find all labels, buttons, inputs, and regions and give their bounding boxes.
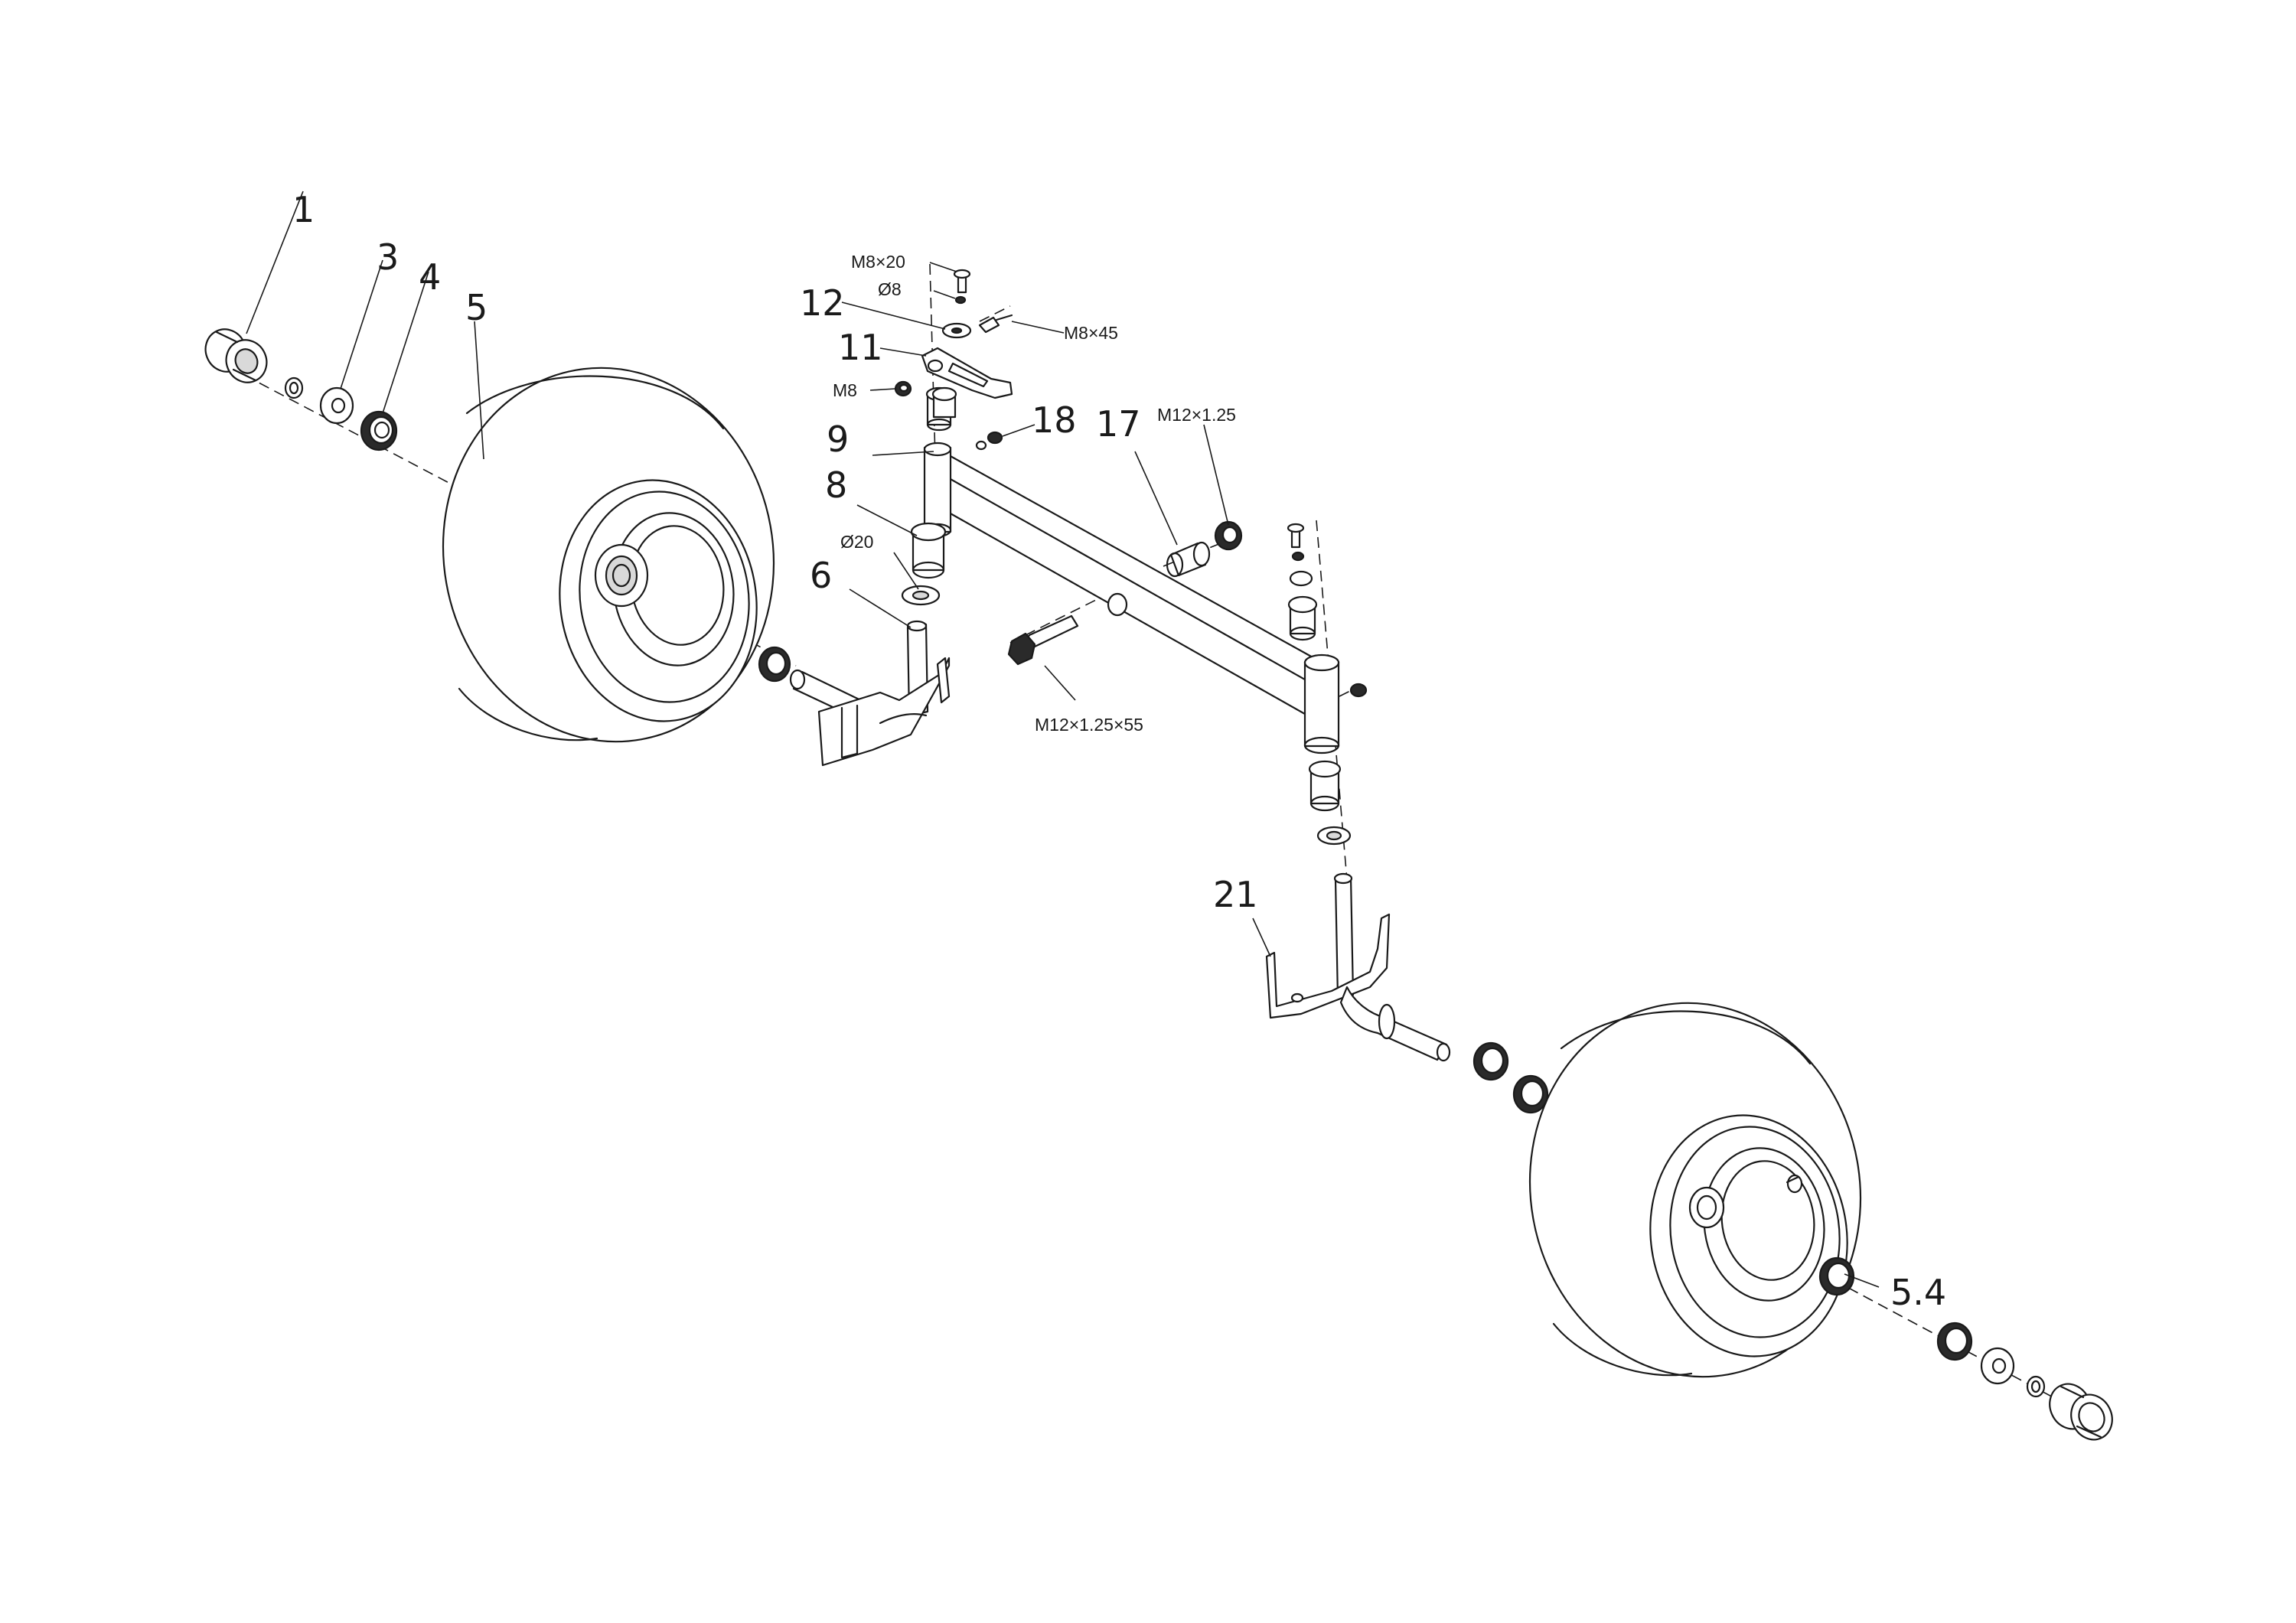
spec-m8: M8 [833, 380, 857, 400]
callout-11: 11 [838, 327, 883, 368]
spec-m8x45: M8×45 [1064, 323, 1118, 343]
right-spindle [1265, 872, 1451, 1062]
spec-m12x125: M12×1.25 [1157, 405, 1236, 425]
callout-8: 8 [825, 464, 847, 506]
spec-m8x20: M8×20 [851, 252, 905, 272]
callout-3: 3 [377, 236, 399, 278]
steering-arm [894, 269, 1013, 451]
leader-lines [246, 191, 1880, 1288]
spec-d20: Ø20 [840, 532, 873, 552]
callout-17: 17 [1096, 403, 1141, 445]
pivot-parts [1007, 520, 1243, 666]
left-bushings [901, 386, 953, 606]
right-wheel [1528, 1002, 1862, 1378]
spec-m12x125x55: M12×1.25×55 [1035, 715, 1143, 735]
callout-4: 4 [419, 256, 441, 298]
left-hub-parts [204, 328, 398, 451]
axle-beam [923, 442, 1340, 754]
callout-9: 9 [827, 419, 849, 460]
callout-21: 21 [1213, 874, 1258, 915]
left-wheel [442, 367, 775, 743]
callout-5: 5 [465, 287, 488, 328]
callout-1: 1 [292, 189, 315, 230]
spec-labels: M8×20 Ø8 M8×45 M8 Ø20 M12×1.25 M12×1.25×… [833, 252, 1236, 735]
callout-6: 6 [810, 555, 832, 596]
callout-numbers: 1 3 4 5 12 11 18 17 9 8 6 21 5.4 [292, 189, 1946, 1313]
callout-18: 18 [1032, 399, 1077, 441]
callout-12: 12 [800, 282, 845, 324]
callout-5-4: 5.4 [1890, 1272, 1946, 1313]
right-hub-parts [1473, 1041, 2113, 1441]
spec-d8: Ø8 [878, 279, 902, 299]
left-spindle [758, 620, 951, 767]
right-bushings [1287, 523, 1368, 846]
